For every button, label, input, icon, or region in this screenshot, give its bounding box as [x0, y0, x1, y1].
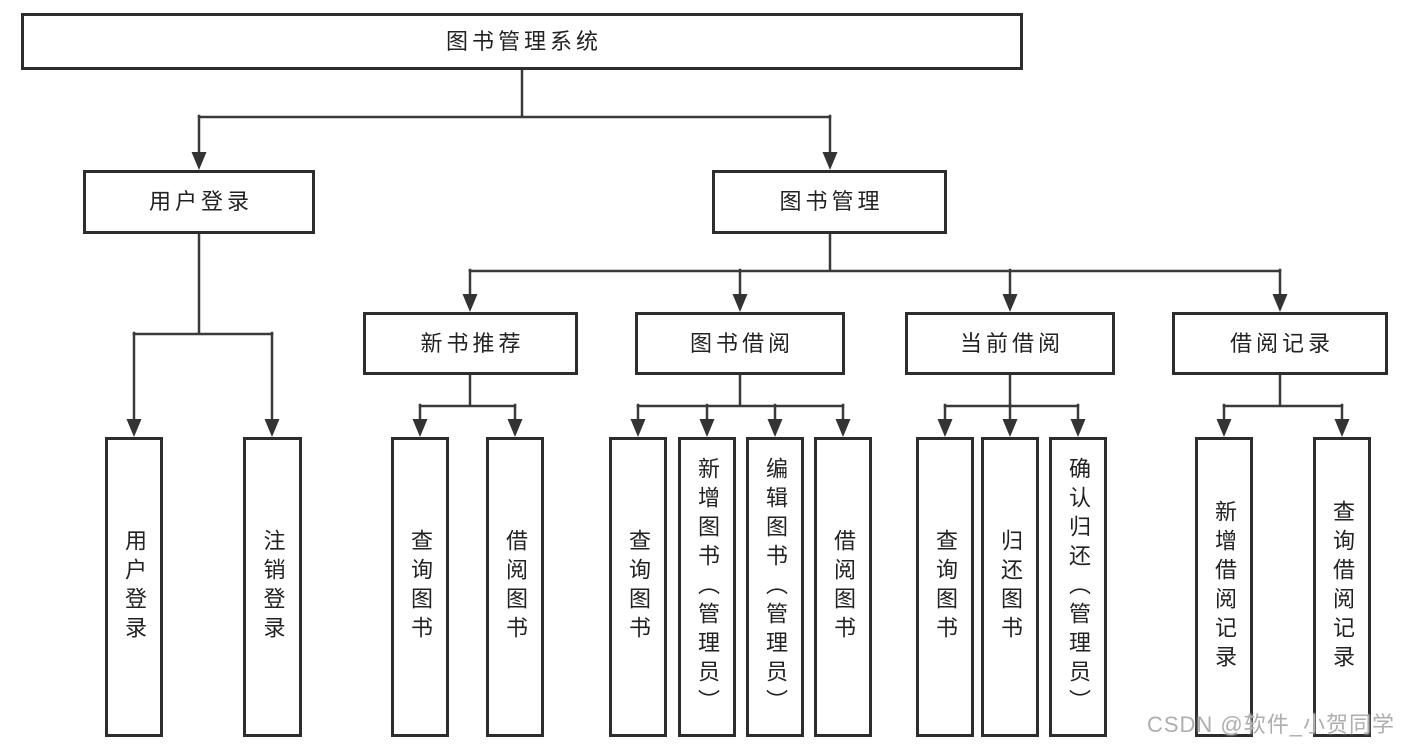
arrowheads-cur-borrow: [937, 419, 1086, 437]
leaf-add-borrow-record: 新增借阅记录: [1195, 437, 1253, 737]
watermark: CSDN @软件_小贺同学: [1146, 712, 1395, 737]
arrowheads-book-borrow: [630, 419, 851, 437]
node-book-management: 图书管理: [712, 170, 947, 234]
node-user-login-group: 用户登录: [83, 170, 315, 234]
leaf-confirm-return-admin: 确认归还（管理员）: [1049, 437, 1107, 737]
connector-book-borrow: [636, 372, 845, 408]
connector-cur-borrow: [943, 372, 1080, 408]
connector-user-login: [132, 231, 274, 336]
leaf-query-borrow-record: 查询借阅记录: [1313, 437, 1371, 737]
arrowheads-new-book: [412, 419, 523, 437]
node-current-borrowing: 当前借阅: [905, 312, 1115, 375]
node-borrowing-records: 借阅记录: [1172, 312, 1388, 375]
leaf-edit-book-admin: 编辑图书（管理员）: [746, 437, 804, 737]
connector-root: [197, 67, 832, 119]
leaf-return-book: 归还图书: [981, 437, 1039, 737]
arrowheads-records: [1216, 419, 1350, 437]
leaf-add-book-admin: 新增图书（管理员）: [678, 437, 736, 737]
leaf-borrow-books-2: 借阅图书: [814, 437, 872, 737]
leaf-logout: 注销登录: [243, 437, 302, 737]
leaf-query-books-3: 查询图书: [916, 437, 974, 737]
node-new-book-recommend: 新书推荐: [363, 312, 578, 375]
node-book-borrowing: 图书借阅: [635, 312, 845, 375]
connector-records: [1222, 372, 1344, 408]
leaf-query-books-1: 查询图书: [391, 437, 449, 737]
connector-book-mgmt: [468, 231, 1282, 273]
leaf-query-books-2: 查询图书: [609, 437, 667, 737]
arrowheads-level2: [462, 294, 1288, 312]
node-system-root: 图书管理系统: [21, 13, 1023, 70]
leaf-borrow-books-1: 借阅图书: [486, 437, 544, 737]
arrowheads-level1: [191, 152, 838, 170]
arrowheads-user-login: [126, 419, 280, 437]
leaf-user-login: 用户登录: [105, 437, 163, 737]
connector-new-book: [418, 372, 517, 408]
